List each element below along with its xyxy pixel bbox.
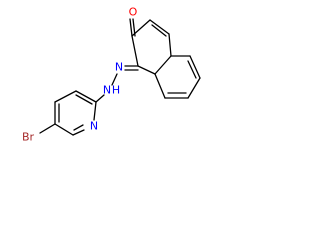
bond-pyr-c6-n: [72, 129, 85, 136]
bond-pyr-c5-c6: [54, 123, 74, 136]
bond-c3-c4-inner: [151, 24, 167, 37]
bond-nh-cpyr: [95, 94, 105, 103]
atom-labels: O N N H N Br: [22, 6, 138, 144]
bond-c3-c4: [149, 19, 170, 35]
bond-n-n: [111, 73, 118, 86]
bromine-label: Br: [22, 131, 35, 144]
bond-c-br: [39, 123, 56, 134]
hydrazine-hydrogen-label: H: [112, 84, 120, 97]
bond-c1-c2: [131, 35, 139, 67]
hydrazine-nitrogen-label: N: [103, 84, 111, 97]
bond-pyr-c6-n-inner: [73, 124, 84, 131]
bond-c6-c7: [187, 77, 201, 99]
bond-pyr-c3-c4: [54, 90, 77, 103]
bond-c2-o-1: [129, 18, 133, 37]
bond-pyr-n-c2: [93, 101, 97, 121]
bond-c4-c4a: [168, 33, 172, 57]
bond-c5-c6-inner: [187, 60, 197, 79]
bond-pyr-c2-c3: [75, 90, 97, 103]
bond-c5-c6: [189, 55, 201, 79]
bond-pyr-c2-c3-inner: [75, 94, 93, 105]
chemical-structure-diagram: O N N H N Br: [22, 6, 201, 144]
bond-c8-c8a: [154, 73, 166, 99]
imine-nitrogen-label: N: [115, 61, 123, 74]
bonds: [39, 18, 201, 136]
bond-c8a-c1: [137, 65, 156, 75]
bond-c4a-c8a: [154, 55, 172, 75]
structure-canvas: O N N H N Br: [0, 0, 215, 158]
oxygen-label: O: [129, 6, 138, 19]
pyridine-nitrogen-label: N: [90, 120, 98, 133]
bond-c2-o-2: [132, 18, 136, 37]
